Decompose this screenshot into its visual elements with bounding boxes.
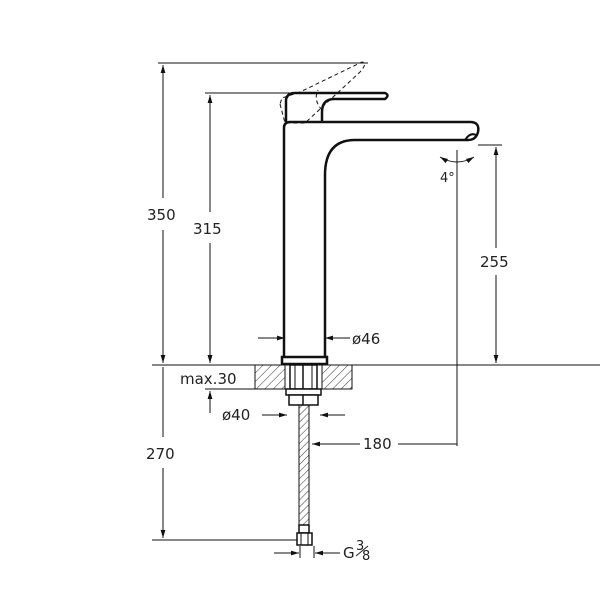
svg-text:G: G xyxy=(343,544,355,562)
angle-indicator-4deg xyxy=(439,150,475,175)
hose-connector-nut xyxy=(296,524,313,546)
lever-handle xyxy=(284,91,389,122)
svg-text:3: 3 xyxy=(356,539,364,554)
svg-text:8: 8 xyxy=(362,549,370,564)
dim-label-g38: G 3 8 xyxy=(343,539,370,564)
dimension-180 xyxy=(312,155,458,447)
dimension-g38 xyxy=(274,546,340,558)
extension-lines xyxy=(152,62,600,541)
dim-label-4deg: 4° xyxy=(440,171,455,186)
lever-handle-raised-outline xyxy=(279,61,366,124)
dim-label-350: 350 xyxy=(147,206,176,224)
dim-label-315: 315 xyxy=(193,220,222,238)
dim-label-255: 255 xyxy=(480,253,509,271)
countertop-section xyxy=(254,364,353,390)
dim-label-180: 180 xyxy=(363,435,392,453)
mounting-shank xyxy=(285,364,322,406)
flexible-hose xyxy=(298,404,310,534)
dim-label-d40: ø40 xyxy=(222,406,250,424)
dim-label-270: 270 xyxy=(146,445,175,463)
dim-label-max30: max.30 xyxy=(180,370,237,388)
dim-label-d46: ø46 xyxy=(352,330,380,348)
faucet-body xyxy=(280,120,480,366)
